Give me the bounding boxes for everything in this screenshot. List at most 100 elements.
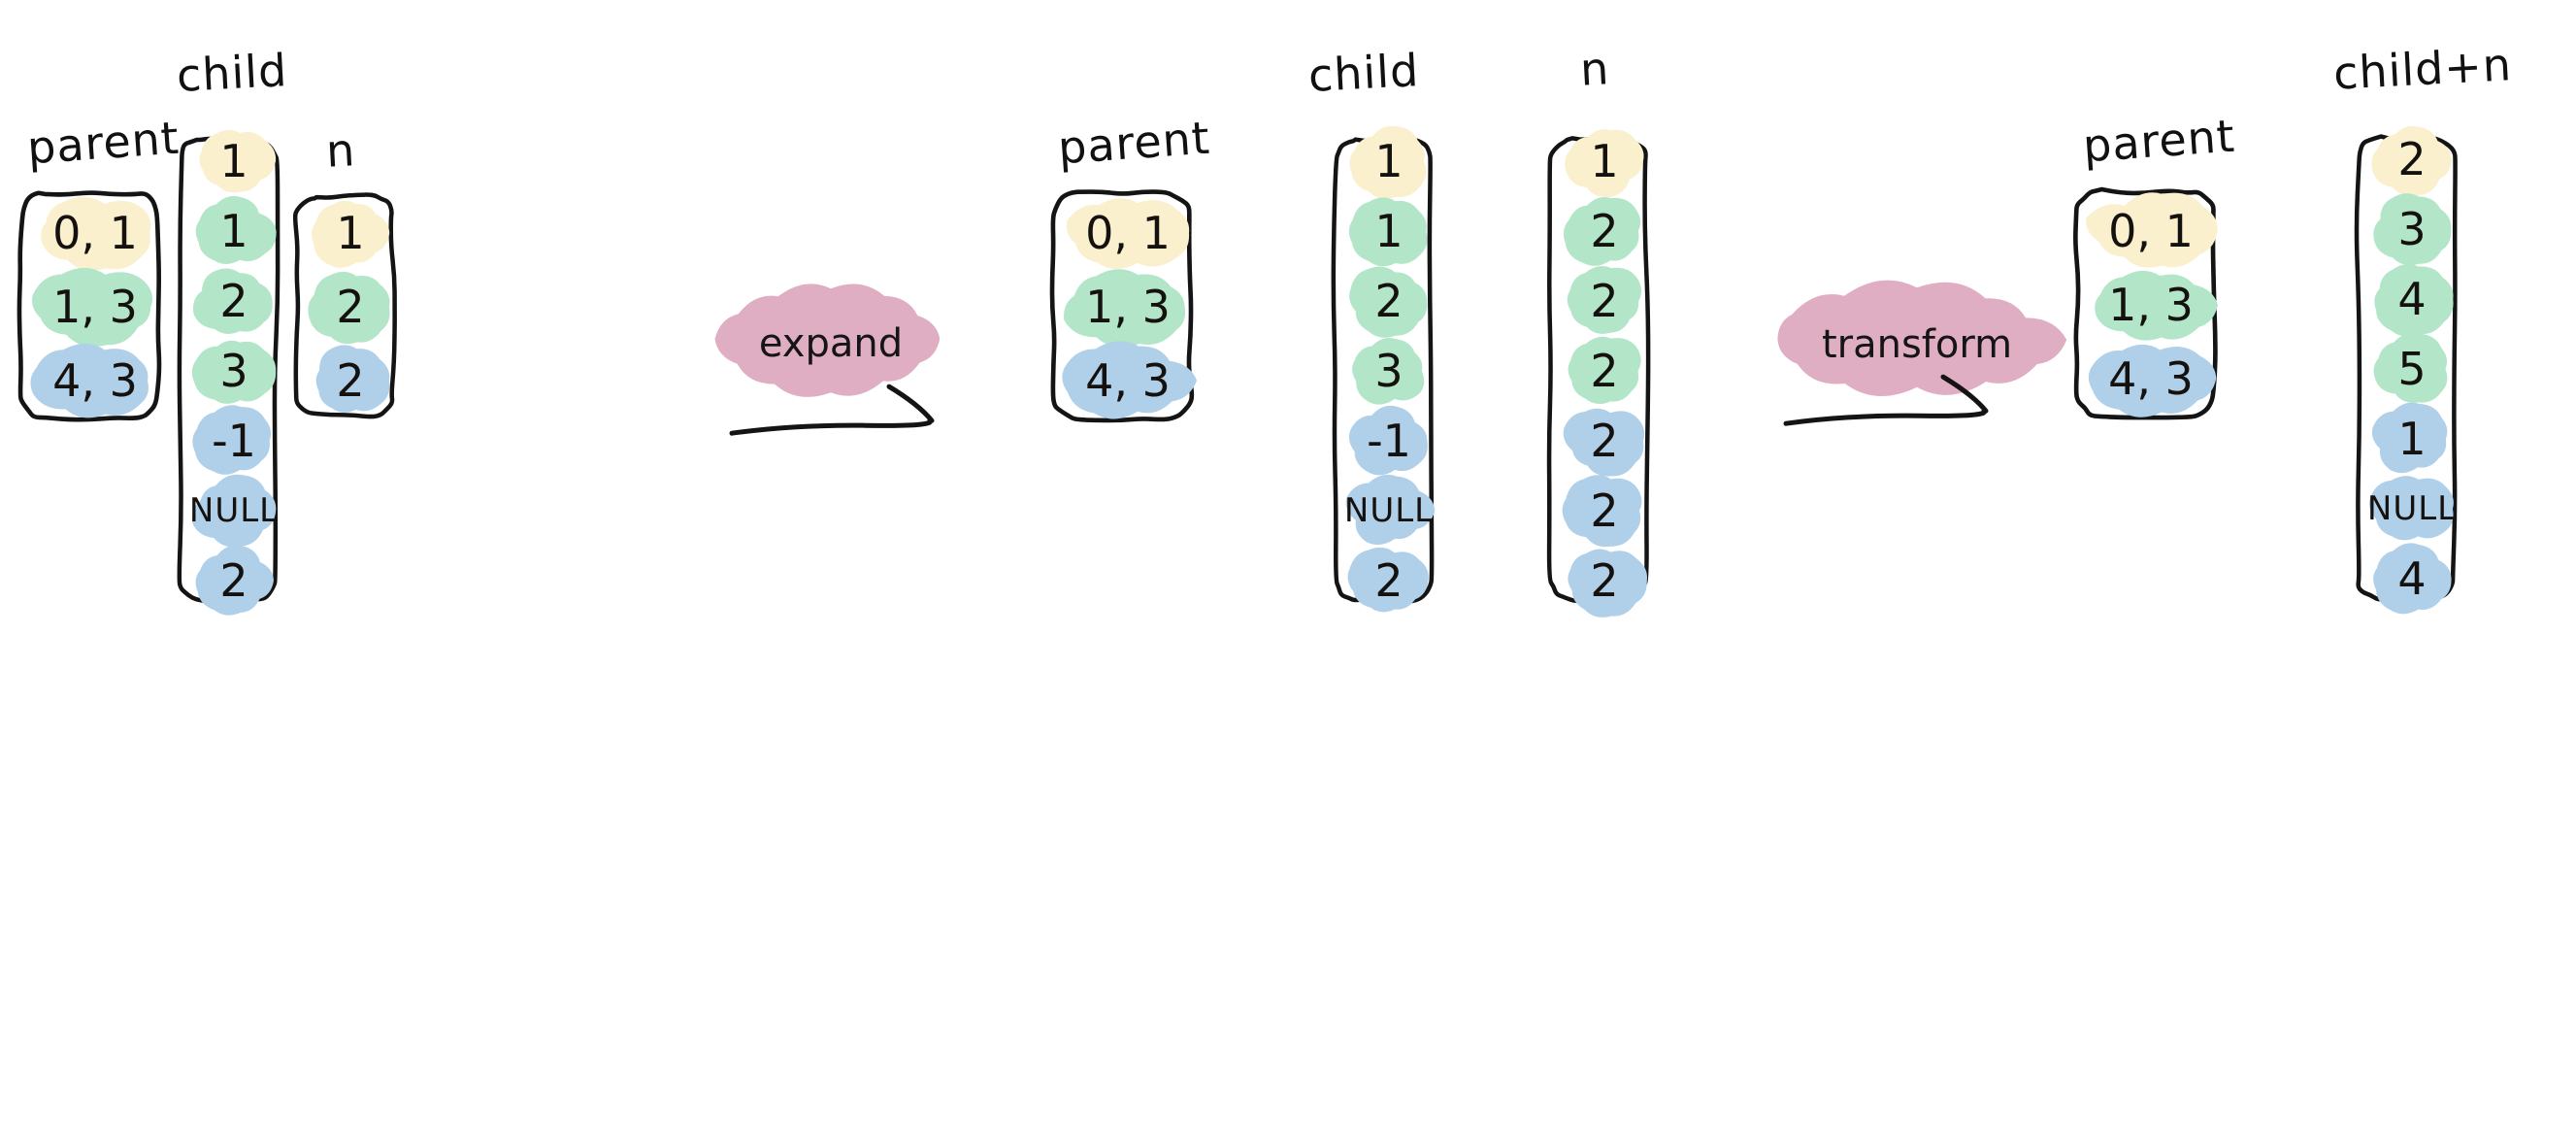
column-caption-parent-3: parent (2081, 109, 2237, 173)
cell-value: 3 (219, 345, 248, 397)
cell-highlight-blob (22, 187, 167, 279)
cell-value: 2 (1590, 345, 1619, 397)
column-caption-parent-1: parent (25, 111, 182, 175)
cell-highlight-blob (184, 187, 283, 275)
cell-value: NULL (1343, 491, 1435, 530)
column-caption-child-1: child (175, 44, 289, 102)
cell-highlight-blob (2362, 535, 2461, 622)
cell-highlight-blob (1555, 397, 1654, 484)
cell-0-1: 0, 1 (33, 196, 157, 271)
cell-1: 1 (309, 196, 392, 270)
cell-value: 2 (1590, 484, 1619, 537)
cell-2: 2 (1563, 336, 1646, 406)
cell--1: -1 (1347, 405, 1431, 476)
cell-highlight-blob (182, 467, 286, 554)
cell-2: 2 (1563, 266, 1646, 336)
cell-highlight-blob (301, 261, 400, 352)
cell-highlight-blob (184, 397, 283, 484)
cell-1: 1 (2370, 402, 2454, 474)
cell-2: 2 (1563, 546, 1648, 618)
cell-value: 2 (336, 354, 365, 407)
cell-2: 2 (192, 545, 276, 616)
cell-3: 3 (1347, 336, 1431, 406)
cell-value: 1 (1374, 205, 1404, 257)
cell-value: 2 (1590, 415, 1619, 467)
cell-value: 1 (336, 207, 365, 259)
cell-value: 2 (1374, 554, 1404, 607)
cell-value: 1 (2397, 413, 2427, 465)
cell-null: NULL (189, 474, 278, 548)
arrow-expand (729, 384, 936, 449)
cell-highlight-blob (2078, 259, 2223, 351)
cell-highlight-blob (1555, 327, 1654, 415)
cell-1: 1 (1347, 196, 1431, 267)
cell-value: 0, 1 (2108, 205, 2194, 257)
cell-3: 3 (191, 336, 277, 406)
cell-highlight-blob (184, 537, 283, 624)
cell-value: 4 (2397, 273, 2427, 325)
operation-label-transform: transform (1776, 280, 2067, 397)
cell-value: 1, 3 (52, 281, 138, 333)
cell-highlight-blob (1339, 537, 1438, 624)
cell-value: 3 (2397, 203, 2427, 255)
cell-value: NULL (2366, 489, 2458, 528)
cell-value: 4, 3 (1085, 354, 1171, 407)
column-caption-child-2: child (1306, 44, 1421, 102)
cell-value: -1 (212, 415, 256, 467)
cell-value: 0, 1 (52, 207, 138, 259)
operation-text: transform (1821, 322, 2013, 367)
cell-highlight-blob (184, 257, 283, 345)
cell-1: 1 (1563, 126, 1646, 197)
cell-4-3: 4, 3 (1062, 341, 1198, 419)
cell-2: 2 (1563, 196, 1646, 266)
column-parent-2: 0, 1 1, 3 4, 3 (1049, 189, 1202, 433)
cell-highlight-blob (2362, 255, 2461, 343)
cell-highlight-blob (2362, 395, 2461, 483)
cell-4-3: 4, 3 (2088, 342, 2217, 417)
column-cells: 0, 1 1, 3 4, 3 (1054, 190, 1202, 433)
cell-2: 2 (308, 270, 392, 345)
cell--1: -1 (192, 405, 276, 476)
cell-highlight-blob (184, 327, 283, 415)
cell-value: 1, 3 (1085, 281, 1171, 333)
cell-0-1: 0, 1 (1066, 196, 1190, 270)
cell-highlight-blob (1555, 187, 1654, 275)
cell-value: 5 (2397, 343, 2427, 395)
cell-highlight-blob (1337, 467, 1441, 554)
cell-highlight-blob (301, 335, 400, 426)
cell-value: 1 (1590, 135, 1619, 187)
cell-highlight-blob (2362, 116, 2461, 203)
cell-highlight-blob (301, 187, 400, 279)
column-n-1: 1 2 2 (292, 190, 404, 433)
cell-highlight-blob (1339, 397, 1438, 484)
cell-value: 3 (1374, 345, 1404, 397)
cell-highlight-blob (1555, 257, 1654, 345)
cell-0-1: 0, 1 (2086, 192, 2218, 268)
operation-label-expand: expand (714, 284, 941, 397)
cell-null: NULL (1343, 474, 1436, 546)
label-blob (710, 277, 951, 411)
cell-4: 4 (2370, 263, 2454, 337)
cell-value: 2 (219, 275, 248, 327)
cell-null: NULL (2366, 474, 2458, 544)
cell-highlight-blob (2078, 333, 2223, 424)
cell-highlight-blob (1555, 467, 1654, 554)
cell-1: 1 (1347, 125, 1431, 199)
cell-5: 5 (2370, 332, 2454, 404)
column-cells: 1 2 2 (297, 190, 404, 433)
cell-2: 2 (309, 344, 392, 417)
cell-1: 1 (192, 195, 277, 266)
cell-3: 3 (2370, 193, 2454, 266)
column-caption-parent-2: parent (1056, 111, 1212, 175)
cell-2: 2 (1347, 266, 1431, 338)
cell-highlight-blob (1555, 117, 1654, 205)
cell-value: 2 (1590, 275, 1619, 327)
cell-highlight-blob (1055, 187, 1200, 279)
